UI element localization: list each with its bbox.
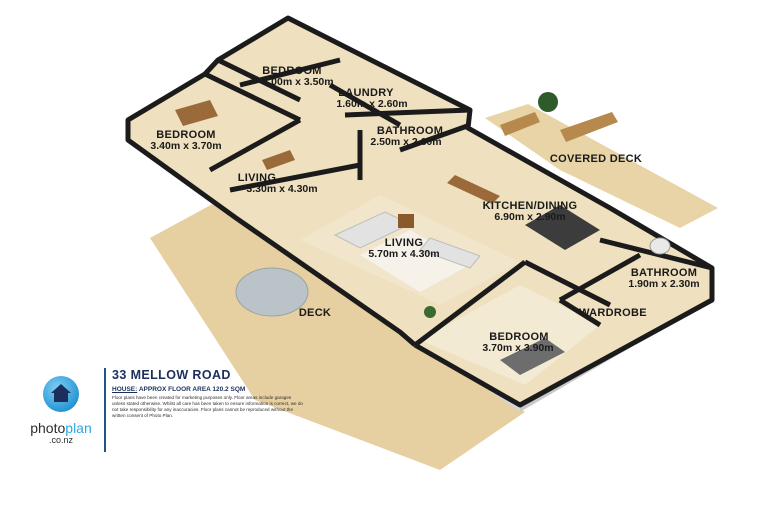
room-label-bedroom-3: BEDROOM 3.70m x 3.90m: [482, 331, 553, 354]
photoplan-logo: photoplan .co.nz: [22, 374, 100, 445]
room-label-bathroom-1: BATHROOM 2.50m x 2.60m: [370, 125, 443, 148]
walls: [125, 15, 715, 408]
property-address: 33 MELLOW ROAD: [112, 368, 231, 382]
property-info: 33 MELLOW ROAD HOUSE: APPROX FLOOR AREA …: [104, 368, 304, 452]
logo-domain: .co.nz: [48, 435, 73, 445]
bedroom-floor: [420, 285, 600, 385]
room-dims: 1.60m x 2.60m: [336, 98, 407, 110]
room-dims: 1.90m x 2.30m: [628, 278, 699, 290]
deck-area: [150, 200, 525, 470]
room-name: LIVING: [238, 172, 276, 184]
room-dims: 6.90m x 2.90m: [494, 211, 565, 223]
room-name: WARDROBE: [579, 307, 647, 319]
room-name: LIVING: [385, 237, 423, 249]
room-name: BEDROOM: [156, 129, 216, 141]
room-label-living-2: LIVING 5.70m x 4.30m: [368, 237, 439, 260]
room-label-bathroom-2: BATHROOM 1.90m x 2.30m: [628, 267, 699, 290]
room-name: BEDROOM: [489, 331, 549, 343]
room-name: BATHROOM: [377, 125, 443, 137]
logo-text-b: plan: [65, 420, 92, 436]
room-label-laundry: LAUNDRY 1.60m x 2.60m: [336, 87, 407, 110]
room-name: LAUNDRY: [338, 87, 394, 99]
room-label-bedroom-2: BEDROOM 3.40m x 3.70m: [150, 129, 221, 152]
furniture: [175, 92, 671, 375]
floor-area: APPROX FLOOR AREA 120.2 SQM: [138, 386, 246, 393]
room-label-living-1: LIVING 3.30m x 4.30m: [238, 172, 318, 195]
room-dims: 3.30m x 4.30m: [246, 183, 317, 195]
room-name: BATHROOM: [631, 267, 697, 279]
house-logo-icon: [43, 376, 79, 412]
logo-text-a: photo: [30, 420, 66, 436]
room-label-wardrobe: WARDROBE: [579, 307, 647, 319]
covered-deck-label: COVERED DECK: [550, 153, 642, 165]
logo-wordmark: photoplan: [22, 421, 100, 435]
floor-area-line: HOUSE: APPROX FLOOR AREA 120.2 SQM: [112, 386, 304, 393]
room-dims: 3.70m x 3.90m: [482, 342, 553, 354]
rug: [360, 230, 470, 292]
room-label-bedroom-1: BEDROOM 3.00m x 3.50m: [262, 65, 333, 88]
deck-label: DECK: [299, 307, 331, 319]
room-label-kitchen-dining: KITCHEN/DINING 6.90m x 2.90m: [483, 200, 578, 223]
plan-legend: photoplan .co.nz 33 MELLOW ROAD HOUSE: A…: [22, 368, 312, 458]
room-dims: 3.00m x 3.50m: [262, 76, 333, 88]
room-name: BEDROOM: [262, 65, 322, 77]
room-name: KITCHEN/DINING: [483, 200, 578, 212]
covered-deck-area: [485, 104, 718, 228]
disclaimer-text: Floor plans have been created for market…: [112, 395, 303, 418]
room-dims: 3.40m x 3.70m: [150, 140, 221, 152]
room-dims: 2.50m x 2.60m: [370, 136, 441, 148]
room-dims: 5.70m x 4.30m: [368, 248, 439, 260]
house-label: HOUSE:: [112, 386, 138, 393]
